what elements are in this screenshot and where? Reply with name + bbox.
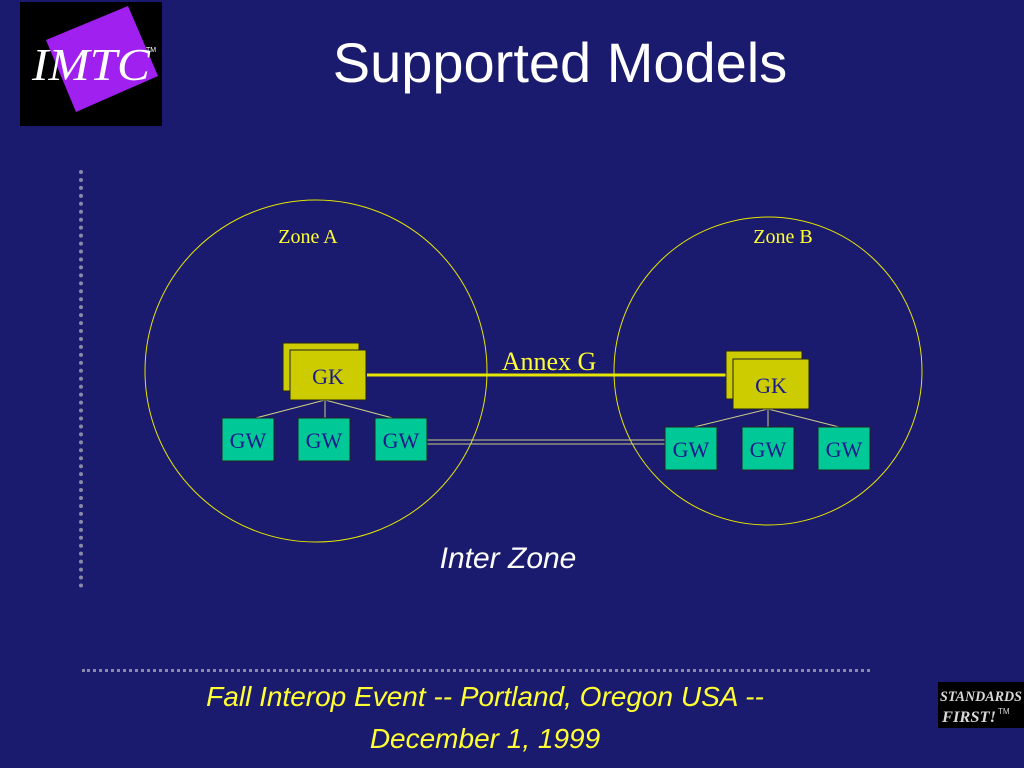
zone-a-circle xyxy=(144,199,488,543)
zone-a-label: Zone A xyxy=(278,226,338,248)
badge-line-2: FIRST! xyxy=(941,709,996,726)
vertical-dotted-divider xyxy=(79,170,83,588)
footer-line-1: Fall Interop Event -- Portland, Oregon U… xyxy=(206,681,764,712)
zone-b-circle xyxy=(613,216,923,526)
slide-title: Supported Models xyxy=(332,31,788,94)
standards-first-logo: STANDARDS FIRST! TM xyxy=(938,682,1024,728)
zone-a-gateway-1-label: GW xyxy=(230,428,267,453)
horizontal-dotted-divider xyxy=(82,669,870,672)
zone-a-gatekeeper-label: GK xyxy=(312,364,344,389)
badge-tm: TM xyxy=(998,707,1010,716)
footer-line-2: December 1, 1999 xyxy=(369,723,601,754)
zone-b-gateway-3: GW xyxy=(817,426,871,471)
zone-a-gatekeeper: GK xyxy=(282,342,367,401)
zone-b-gateway-2: GW xyxy=(741,426,795,471)
zone-a-gateway-3: GW xyxy=(374,417,428,462)
zone-b-gateway-1: GW xyxy=(664,426,718,471)
badge-line-1: STANDARDS xyxy=(940,689,1022,705)
inter-zone-caption: Inter Zone xyxy=(439,542,577,575)
zone-b-gatekeeper-label: GK xyxy=(755,373,787,398)
zone-a-tree-lines xyxy=(247,399,401,421)
zone-b-tree-lines xyxy=(689,408,844,429)
zone-a-gateway-1: GW xyxy=(221,417,275,462)
annex-g-label: Annex G xyxy=(502,347,597,376)
logo-text: IMTC xyxy=(31,39,151,90)
zone-b-label: Zone B xyxy=(753,226,812,248)
zone-b-gateway-2-label: GW xyxy=(750,437,787,462)
zone-a-gateway-2: GW xyxy=(297,417,351,462)
logo-tm: TM xyxy=(146,47,156,54)
imtc-logo: IMTC TM xyxy=(20,2,162,126)
zone-a-gateway-2-label: GW xyxy=(306,428,343,453)
zone-b-gatekeeper: GK xyxy=(725,350,810,410)
zone-b-gateway-3-label: GW xyxy=(826,437,863,462)
inter-zone-link xyxy=(427,439,665,445)
footer: Fall Interop Event -- Portland, Oregon U… xyxy=(120,676,850,760)
zone-a-gateway-3-label: GW xyxy=(383,428,420,453)
zone-b-gateway-1-label: GW xyxy=(673,437,710,462)
